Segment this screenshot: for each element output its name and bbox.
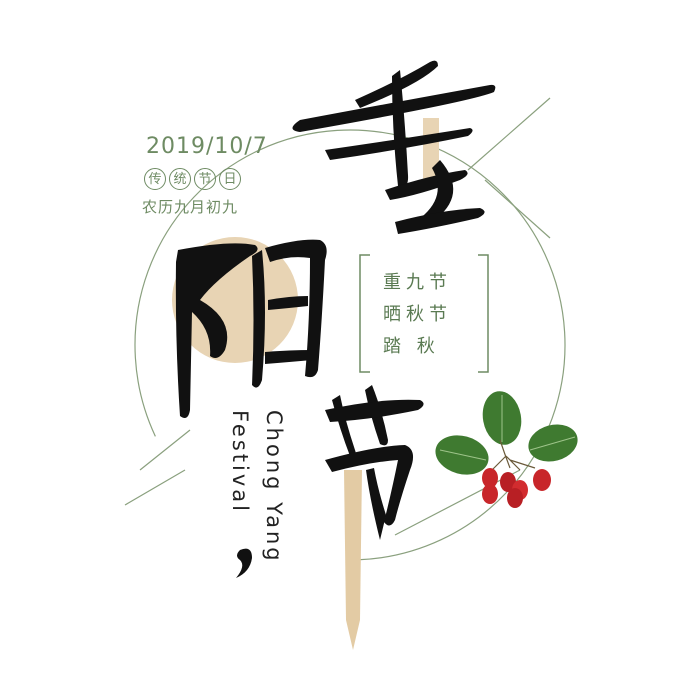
tradition-badge-row: 传 统 节 日 [144, 168, 241, 190]
tradition-char: 统 [169, 168, 191, 190]
box-line: 重九节 [383, 272, 452, 293]
diagonal-line-top-right [467, 97, 551, 171]
tradition-char: 节 [194, 168, 216, 190]
berry [482, 484, 498, 504]
lunar-date: 农历九月初九 [142, 198, 239, 216]
comma-mark [236, 548, 252, 578]
berry [507, 488, 523, 508]
tradition-char: 传 [144, 168, 166, 190]
diagonal-line-left-low [124, 469, 186, 506]
english-title-line1: Chong Yang [262, 410, 286, 564]
berry [482, 468, 498, 488]
calligraphy-yang [175, 239, 327, 418]
festival-names-box: 重九节 晒秋节 踏 秋 [383, 268, 468, 364]
tradition-char: 日 [219, 168, 241, 190]
english-title-line2: Festival [228, 410, 252, 514]
diagonal-line-left [139, 429, 191, 471]
beige-bar-bottom [344, 470, 362, 650]
berry [533, 469, 551, 491]
berry [500, 472, 516, 492]
berry-branch [435, 391, 578, 508]
calligraphy-jie [325, 385, 424, 540]
date-label: 2019/10/7 [146, 134, 268, 159]
outline-circle [134, 129, 566, 561]
bracket-left [359, 254, 370, 373]
calligraphy-zhong [292, 60, 496, 234]
box-line: 踏 秋 [383, 336, 440, 357]
box-line: 晒秋节 [383, 304, 452, 325]
diagonal-line-mid-right [484, 179, 551, 239]
diagonal-line-bottom [394, 469, 521, 536]
bracket-right [478, 254, 489, 373]
